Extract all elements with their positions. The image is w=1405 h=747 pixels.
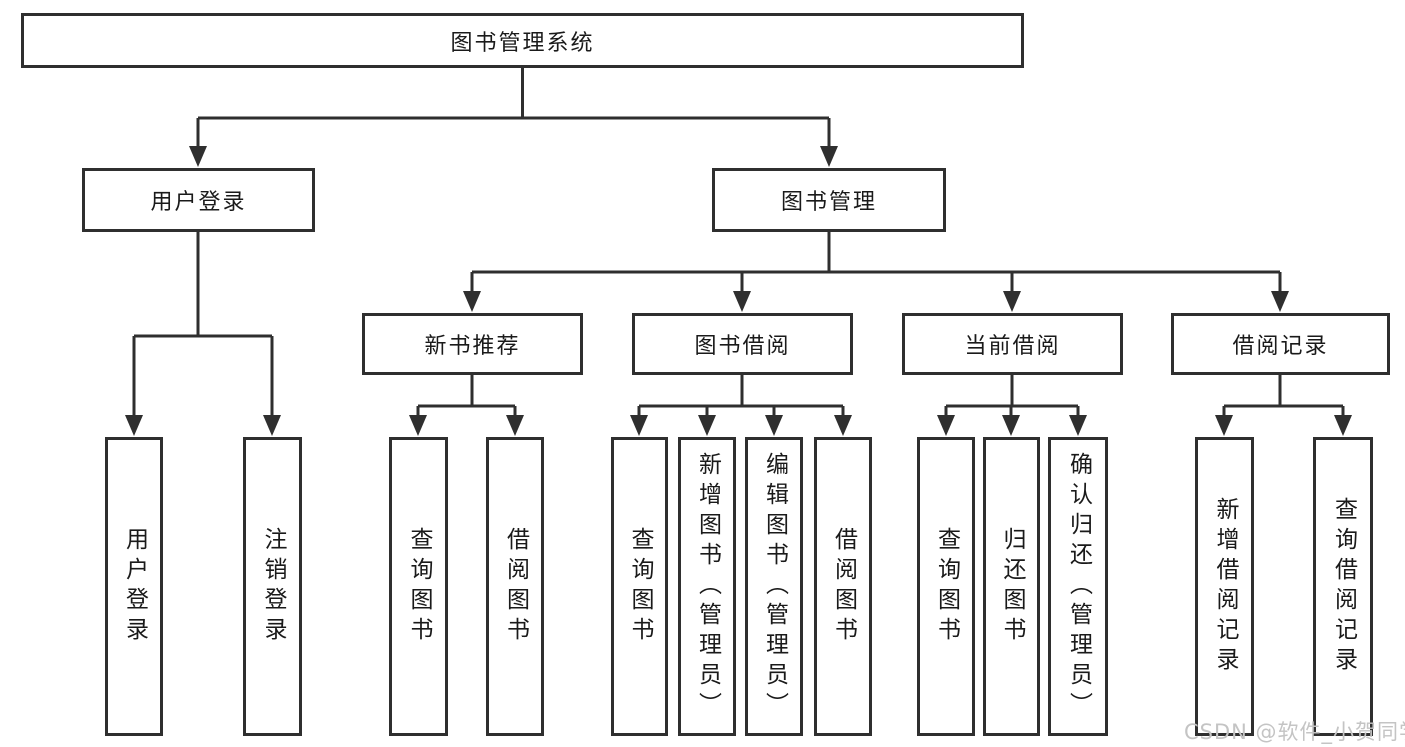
box-query-books-2: 查询图书 <box>611 437 668 736</box>
box-current-borrowing: 当前借阅 <box>902 313 1123 375</box>
box-return-book: 归还图书 <box>983 437 1040 736</box>
box-borrow-books-1: 借阅图书 <box>486 437 544 736</box>
box-login: 用户登录 <box>105 437 163 736</box>
box-logout: 注销登录 <box>243 437 302 736</box>
box-edit-book-admin: 编辑图书（管理员） <box>745 437 803 736</box>
box-borrowing-records: 借阅记录 <box>1171 313 1390 375</box>
box-book-management: 图书管理 <box>712 168 946 232</box>
box-system-root: 图书管理系统 <box>21 13 1024 68</box>
box-query-borrow-record: 查询借阅记录 <box>1313 437 1373 736</box>
box-query-books-1: 查询图书 <box>389 437 448 736</box>
box-query-books-3: 查询图书 <box>917 437 975 736</box>
box-new-book-recommend: 新书推荐 <box>362 313 583 375</box>
box-add-book-admin: 新增图书（管理员） <box>678 437 736 736</box>
box-borrow-books-2: 借阅图书 <box>814 437 872 736</box>
box-confirm-return-admin: 确认归还（管理员） <box>1048 437 1108 736</box>
box-add-borrow-record: 新增借阅记录 <box>1195 437 1254 736</box>
box-book-borrowing: 图书借阅 <box>632 313 853 375</box>
box-user-login: 用户登录 <box>82 168 315 232</box>
watermark: CSDN @软件_小贺同学 <box>1184 720 1405 744</box>
